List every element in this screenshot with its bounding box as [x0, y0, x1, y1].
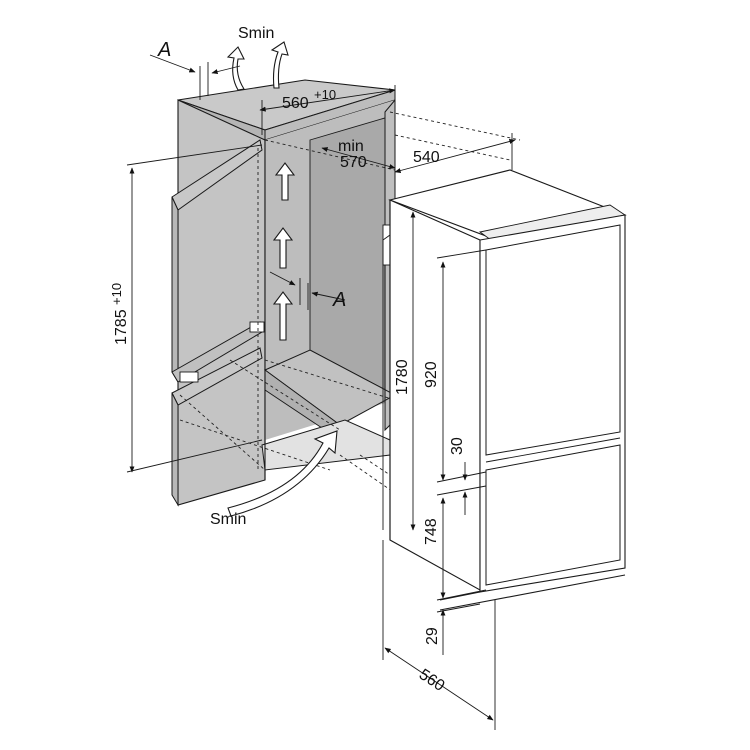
smin-label-bottom: Smin [210, 511, 246, 528]
appliance-width-label: 560 [416, 666, 448, 695]
airflow-arrow-icon [272, 291, 294, 341]
airflow-arrow-icon [270, 41, 289, 89]
airflow-arrows-top [226, 41, 289, 91]
niche-height-tolerance: +10 [109, 283, 124, 305]
dimension-appliance-depth: 540 [394, 133, 516, 173]
dimension-lower-door: 748 [423, 497, 487, 601]
section-a-top: A [149, 39, 241, 100]
appliance-depth-label: 540 [413, 149, 440, 166]
airflow-arrow-icon [272, 227, 294, 269]
airflow-arrow-bottom [227, 430, 338, 517]
lower-door-label: 748 [423, 518, 440, 545]
min-label: min [338, 138, 364, 155]
niche-width-label: 560 [282, 95, 309, 112]
section-a-middle: A [269, 271, 346, 311]
section-a-label-top: A [157, 39, 171, 61]
dimension-niche-depth: min 570 [321, 138, 396, 171]
dimension-plinth: 29 [424, 603, 481, 655]
dimension-appliance-height: 1780 [394, 211, 416, 531]
dimension-upper-door: 920 [423, 249, 487, 481]
airflow-arrow-icon [226, 46, 245, 91]
smin-label-top: Smin [238, 25, 274, 42]
gap-label: 30 [449, 437, 466, 455]
appliance-height-label: 1780 [394, 359, 411, 395]
dimension-niche-width: 560 +10 [259, 85, 396, 135]
niche-depth-label: 570 [340, 154, 367, 171]
niche-doors [171, 139, 265, 507]
plinth-label: 29 [424, 627, 441, 645]
niche-height-label: 1785 [113, 309, 130, 345]
airflow-arrow-icon [274, 162, 296, 201]
niche-width-tolerance: +10 [314, 87, 336, 102]
section-a-label-middle: A [332, 289, 346, 311]
refrigerator [382, 169, 627, 611]
airflow-arrow-icon [227, 430, 338, 517]
airflow-arrows-vertical [272, 162, 296, 341]
upper-door-label: 920 [423, 361, 440, 388]
dimension-niche-height: 1785 +10 [109, 144, 263, 473]
dimension-gap: 30 [436, 437, 487, 515]
